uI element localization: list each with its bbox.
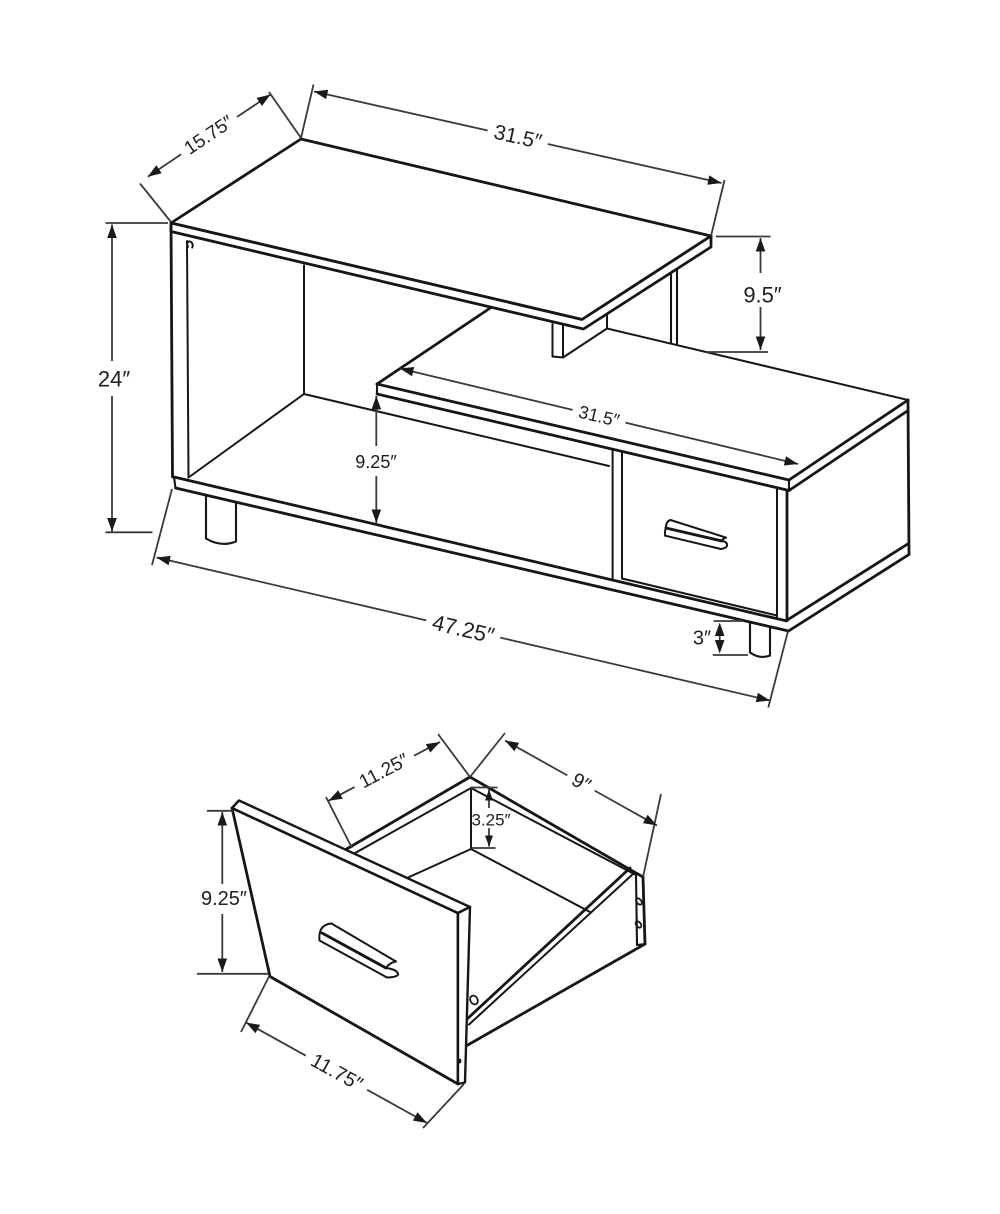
svg-text:3.25″: 3.25″ [471, 811, 510, 830]
svg-text:9.5″: 9.5″ [743, 283, 782, 308]
svg-text:3″: 3″ [693, 628, 711, 650]
svg-text:24″: 24″ [98, 367, 130, 392]
svg-text:9.25″: 9.25″ [201, 888, 247, 910]
svg-text:9.25″: 9.25″ [355, 452, 397, 472]
